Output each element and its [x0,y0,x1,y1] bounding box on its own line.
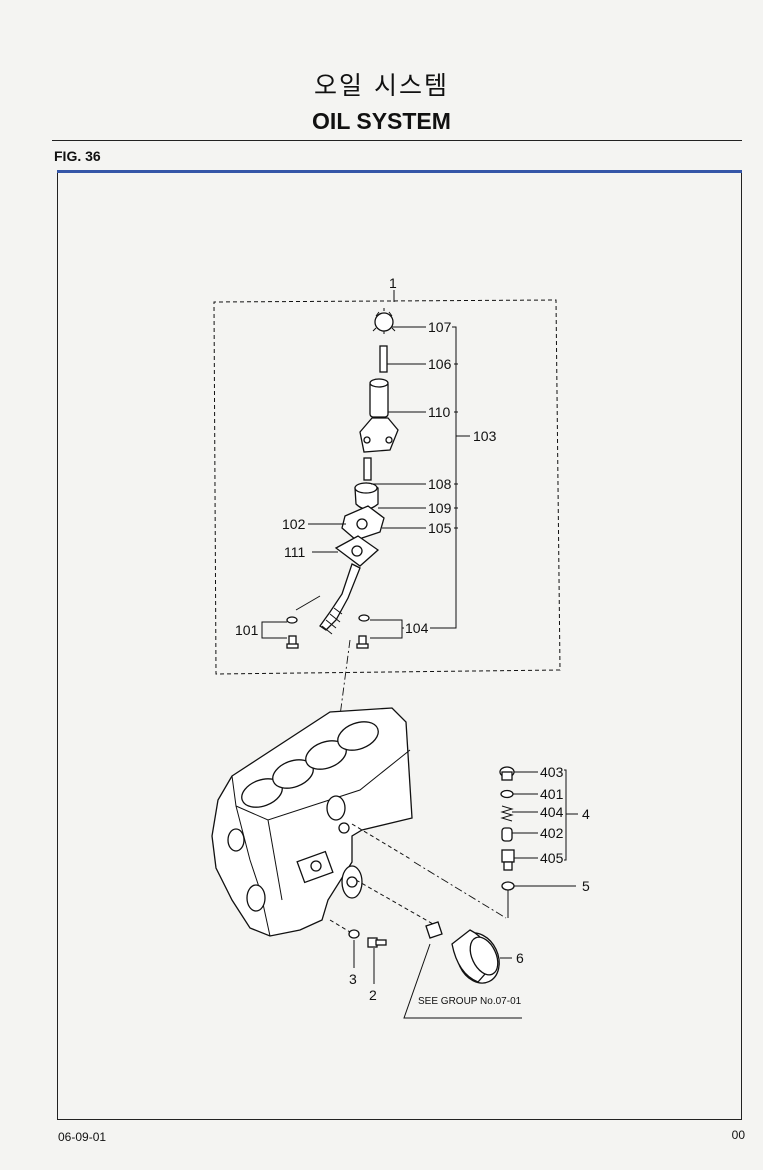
engine-block [211,707,413,937]
frame-accent-bar [57,170,742,173]
bolt-2 [367,937,387,948]
footer-date-code: 06-09-01 [58,1130,107,1144]
callout-105: 105 [428,520,452,536]
page-title-english: OIL SYSTEM [312,108,451,134]
callout-6: 6 [516,950,524,966]
callout-2: 2 [369,987,377,1003]
assembly-outline [213,299,561,675]
callout-103: 103 [473,428,497,444]
filter-stud [425,921,443,939]
bolt-washer-104 [356,614,370,649]
callout-102: 102 [282,516,306,532]
filter-centerline [355,879,441,929]
plug-403 [499,766,515,781]
gear-107 [372,308,396,334]
callout-404: 404 [540,804,564,820]
footer-page-code: 00 [731,1128,745,1142]
relief-centerline-b [413,861,507,919]
housing-110 [359,378,399,453]
callout-104: 104 [405,620,429,636]
callout-3: 3 [349,971,357,987]
figure-number: FIG. 36 [54,148,101,164]
page-title-korean: 오일 시스템 [314,71,449,100]
gasket-401 [500,789,514,799]
rotor-109 [354,482,379,510]
callout-101: 101 [235,622,259,638]
washer-centerline [329,919,351,933]
seat-405 [501,849,515,871]
callout-111: 111 [284,544,305,560]
callout-106: 106 [428,356,452,372]
strainer-pipe-111 [319,535,380,635]
gasket-5 [501,881,515,891]
rotor-shaft-108 [363,457,372,481]
callout-109: 109 [428,500,452,516]
see-group-leader [403,943,522,1019]
callout-405: 405 [540,850,564,866]
callout-1: 1 [389,275,397,291]
callout-5: 5 [582,878,590,894]
shaft-106 [379,345,388,373]
header-divider [52,140,742,141]
callout-110: 110 [428,404,451,420]
pump-body-105 [341,505,385,541]
spring-404 [500,805,514,822]
valve-402 [501,827,513,842]
callout-4: 4 [582,806,590,822]
oil-filter-6 [451,929,500,984]
callout-403: 403 [540,764,564,780]
washer-3 [348,929,360,939]
relief-centerline-a [351,823,413,861]
callout-108: 108 [428,476,452,492]
see-group-note: SEE GROUP No.07-01 [418,996,522,1007]
callout-402: 402 [540,825,564,841]
bolt-washer-101 [286,616,299,649]
callout-401: 401 [540,786,564,802]
callout-107: 107 [428,319,452,335]
